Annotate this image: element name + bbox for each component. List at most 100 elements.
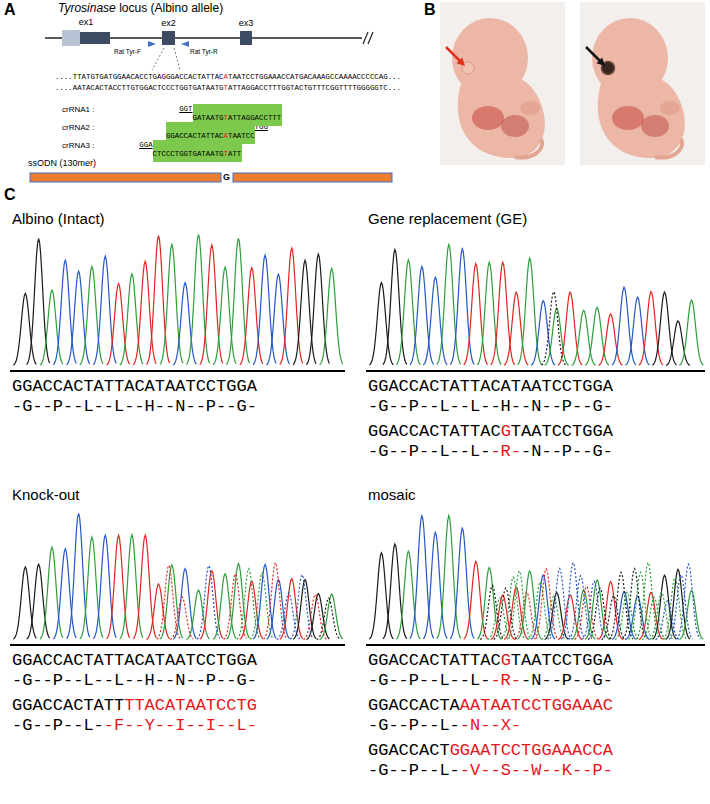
trace-peak <box>612 287 636 365</box>
amino-acid-sequence: -G--P--L--F--Y--I--I--L- <box>12 717 257 736</box>
donor-label: ssODN (130mer) <box>28 158 96 168</box>
exon-block <box>80 32 110 44</box>
text-run: CTCCCTGGTGATAATG <box>153 150 224 158</box>
text-run: GGACCACTATTAC <box>368 422 501 441</box>
trace-peak <box>464 561 488 639</box>
trace-peak <box>157 565 180 639</box>
zoom-line <box>152 48 164 70</box>
text-run: -G--P--L- <box>12 716 104 735</box>
amino-acid-sequence: -G--P--L--V--S--W--K--P- <box>368 762 613 781</box>
amino-acid-sequence: -G--P--L--L--H--N--P--G- <box>12 398 257 417</box>
trace-peak <box>491 262 515 364</box>
trace-peak <box>107 535 130 638</box>
text-run: T <box>224 114 228 122</box>
trace-peak <box>410 516 434 639</box>
trace-peak <box>528 582 552 640</box>
text-run: ex1 <box>79 17 94 27</box>
pointer-arrow <box>586 47 600 61</box>
trace-peak <box>320 594 343 639</box>
dna-sequence: GGACCACTATTACATAATCCTGGA <box>368 378 613 397</box>
exon-block <box>62 30 80 46</box>
trace-peak <box>642 597 666 639</box>
text-run: GGT <box>179 105 192 113</box>
embryo-liver <box>501 115 529 137</box>
trace-peak <box>120 535 143 639</box>
panel-letter: C <box>4 186 16 204</box>
pointer-arrowhead <box>457 58 466 67</box>
trace-peak <box>504 292 528 365</box>
trace-rule <box>366 370 705 372</box>
trace-peak <box>320 268 343 364</box>
dna-sequence: GGACCACTATTTTACATAATCCTG <box>12 697 257 716</box>
text-run: -N--P--G- <box>521 442 613 461</box>
text-run: -N--X- <box>460 716 521 735</box>
trace-peak <box>542 596 566 639</box>
trace-peak <box>67 513 90 638</box>
trace-peak <box>120 274 143 365</box>
trace-peak <box>507 571 531 639</box>
dna-sequence: GGACCACTAAATAATCCTGGAAAC <box>368 697 613 716</box>
trace-peak <box>200 245 223 365</box>
primer-arrow <box>148 41 156 47</box>
text-run: GGAATCCTGGAAACCA <box>450 741 613 760</box>
text-run: ....TTATGTGATGGAACACCTGAGGGACCACTATTAC <box>55 73 224 81</box>
panel-letter: A <box>4 1 16 19</box>
amino-acid-sequence: -G--P--L--L--R--N--P--G- <box>368 672 613 691</box>
trace-title: mosaic <box>368 486 416 503</box>
trace-peak <box>186 234 209 364</box>
pointer-arrowhead <box>597 58 606 67</box>
embryo-heart <box>612 106 644 130</box>
text-run: GGACCACT <box>368 741 450 760</box>
text-run: GGACCACTATTAC <box>368 651 501 670</box>
trace-peak <box>561 563 585 640</box>
trace-peak <box>250 573 273 639</box>
text-run: G <box>501 651 511 670</box>
text-run: GGA <box>139 141 152 149</box>
trace-title: Albino (Intact) <box>12 210 105 227</box>
text-run: A <box>224 73 228 81</box>
text-run: Knock-out <box>12 486 80 503</box>
trace-peak <box>437 245 461 365</box>
text-run: TTACATAATCCTG <box>124 696 257 715</box>
limb-bud <box>660 101 680 115</box>
text-run: GGACCACTATTAC <box>166 132 224 140</box>
trace-peak <box>290 575 313 640</box>
text-run: crRNA1 : <box>62 105 94 114</box>
text-run: ATTAGGACCTTT <box>228 114 281 122</box>
dna-sequence: GGACCACTGGAATCCTGGAAACCA <box>368 742 613 761</box>
dna-sequence: GGACCACTATTACGTAATCCTGGA <box>368 652 613 671</box>
trace-peak <box>293 260 316 364</box>
text-run: B <box>424 1 436 18</box>
text-run: AATAATCCTGGAAAC <box>460 696 613 715</box>
primer-label: Rat Tyr-R <box>190 48 218 55</box>
text-run: GGACCACTATT <box>12 696 124 715</box>
text-run: GGACCACTATTACATAATCCTGGA <box>12 377 257 396</box>
amino-acid-sequence: -G--P--L--L--R--N--P--G- <box>368 443 613 462</box>
trace-peak <box>669 575 693 640</box>
guide-name: crRNA1 : <box>62 106 94 114</box>
photo-background <box>580 2 705 165</box>
text-run: G <box>501 422 511 441</box>
exon-label: ex3 <box>239 19 254 29</box>
text-run: A <box>4 1 16 18</box>
trace-peak <box>160 565 183 639</box>
text-run: TAATCCTGGA <box>511 422 613 441</box>
trace-peak <box>679 300 703 365</box>
guide-name: crRNA2 : <box>62 124 94 132</box>
trace-peak <box>437 516 461 639</box>
photo-background <box>440 2 565 165</box>
break-mark <box>368 32 373 44</box>
embryo-tail <box>655 139 682 158</box>
text-run: -F--Y--I--I--L- <box>104 716 257 735</box>
text-run: Rat Tyr-R <box>190 48 218 55</box>
amino-acid-sequence: -G--P--L--L--H--N--P--G- <box>368 398 613 417</box>
text-run: T <box>224 150 228 158</box>
donor-base: G <box>223 172 230 182</box>
pam-site: GGA <box>139 142 152 149</box>
trace-peak <box>197 566 220 640</box>
trace-peak <box>237 569 260 640</box>
trace-peak <box>93 256 116 365</box>
sequence-strand: ....TTATGTGATGGAACACCTGAGGGACCACTATTACAT… <box>55 74 401 81</box>
text-run: -R- <box>490 442 521 461</box>
trace-peak <box>383 250 407 365</box>
